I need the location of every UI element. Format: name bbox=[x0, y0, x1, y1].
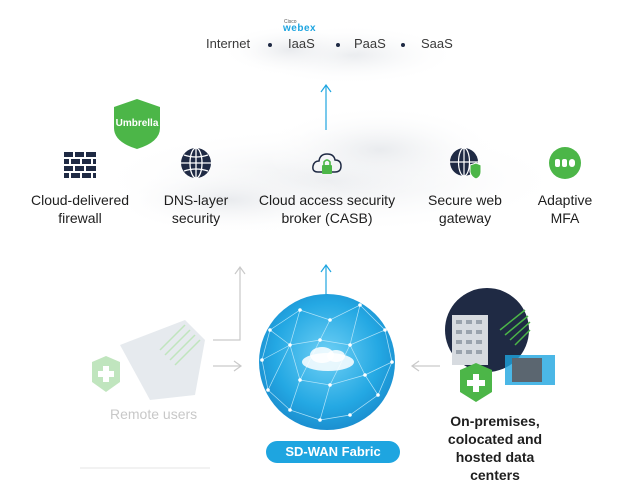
webex-logo: webex bbox=[283, 23, 317, 34]
umbrella-shield-icon bbox=[114, 99, 160, 149]
sd-wan-fabric-button[interactable]: SD-WAN Fabric bbox=[266, 441, 400, 463]
paas-label: PaaS bbox=[354, 36, 386, 51]
globe-icon bbox=[181, 147, 211, 179]
separator-dot bbox=[401, 43, 405, 47]
cisco-small-text: Cisco bbox=[284, 19, 297, 25]
service-casb: Cloud access security broker (CASB) bbox=[244, 146, 410, 227]
firewall-icon bbox=[64, 152, 96, 178]
service-label: Cloud-delivered firewall bbox=[30, 192, 130, 226]
duo-icon bbox=[549, 147, 581, 179]
globe-shield-icon bbox=[450, 147, 482, 180]
iaas-label: IaaS bbox=[288, 36, 315, 51]
service-label: DNS-layer security bbox=[163, 192, 229, 226]
datacenter-label: On-premises, colocated and hosted data c… bbox=[447, 413, 543, 483]
separator-dot bbox=[268, 43, 272, 47]
remote-users-label: Remote users bbox=[110, 406, 198, 422]
service-web-gateway: Secure web gateway bbox=[410, 146, 520, 227]
separator-dot bbox=[336, 43, 340, 47]
service-label: Adaptive MFA bbox=[537, 192, 593, 226]
service-dns-security: DNS-layer security bbox=[146, 146, 246, 227]
service-label: Secure web gateway bbox=[428, 192, 502, 226]
service-label: Cloud access security broker (CASB) bbox=[258, 192, 396, 226]
service-firewall: Cloud-delivered firewall bbox=[20, 146, 140, 227]
internet-label: Internet bbox=[206, 36, 251, 51]
saas-label: SaaS bbox=[421, 36, 453, 51]
umbrella-badge-label: Umbrella bbox=[115, 118, 159, 129]
cloud-lock-icon bbox=[312, 153, 342, 174]
service-adaptive-mfa: Adaptive MFA bbox=[520, 146, 610, 227]
